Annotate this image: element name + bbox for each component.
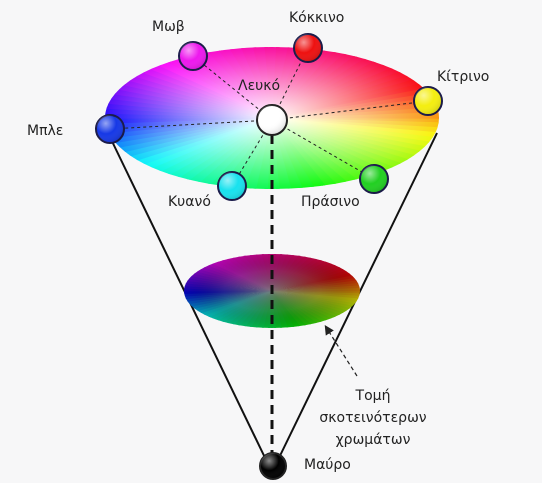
label-white: Λευκό bbox=[238, 79, 280, 93]
section-caption-line2: χρωμάτων bbox=[318, 429, 428, 451]
node-white bbox=[257, 105, 287, 135]
label-black: Μαύρο bbox=[304, 458, 351, 472]
node-blue bbox=[96, 115, 124, 143]
label-red: Κόκκινο bbox=[289, 11, 344, 25]
node-black bbox=[260, 453, 286, 479]
label-yellow: Κίτρινο bbox=[437, 70, 489, 84]
node-cyan bbox=[218, 172, 246, 200]
node-red bbox=[294, 34, 322, 62]
node-magenta bbox=[179, 42, 207, 70]
node-green bbox=[360, 165, 388, 193]
label-green: Πράσινο bbox=[301, 195, 360, 209]
label-cyan: Κυανό bbox=[168, 195, 211, 209]
section-caption-line1: Τομή σκοτεινότερων bbox=[318, 385, 428, 429]
label-blue: Μπλε bbox=[27, 124, 63, 138]
section-caption: Τομή σκοτεινότερων χρωμάτων bbox=[318, 385, 428, 451]
label-magenta: Μωβ bbox=[152, 20, 185, 34]
node-yellow bbox=[414, 87, 442, 115]
